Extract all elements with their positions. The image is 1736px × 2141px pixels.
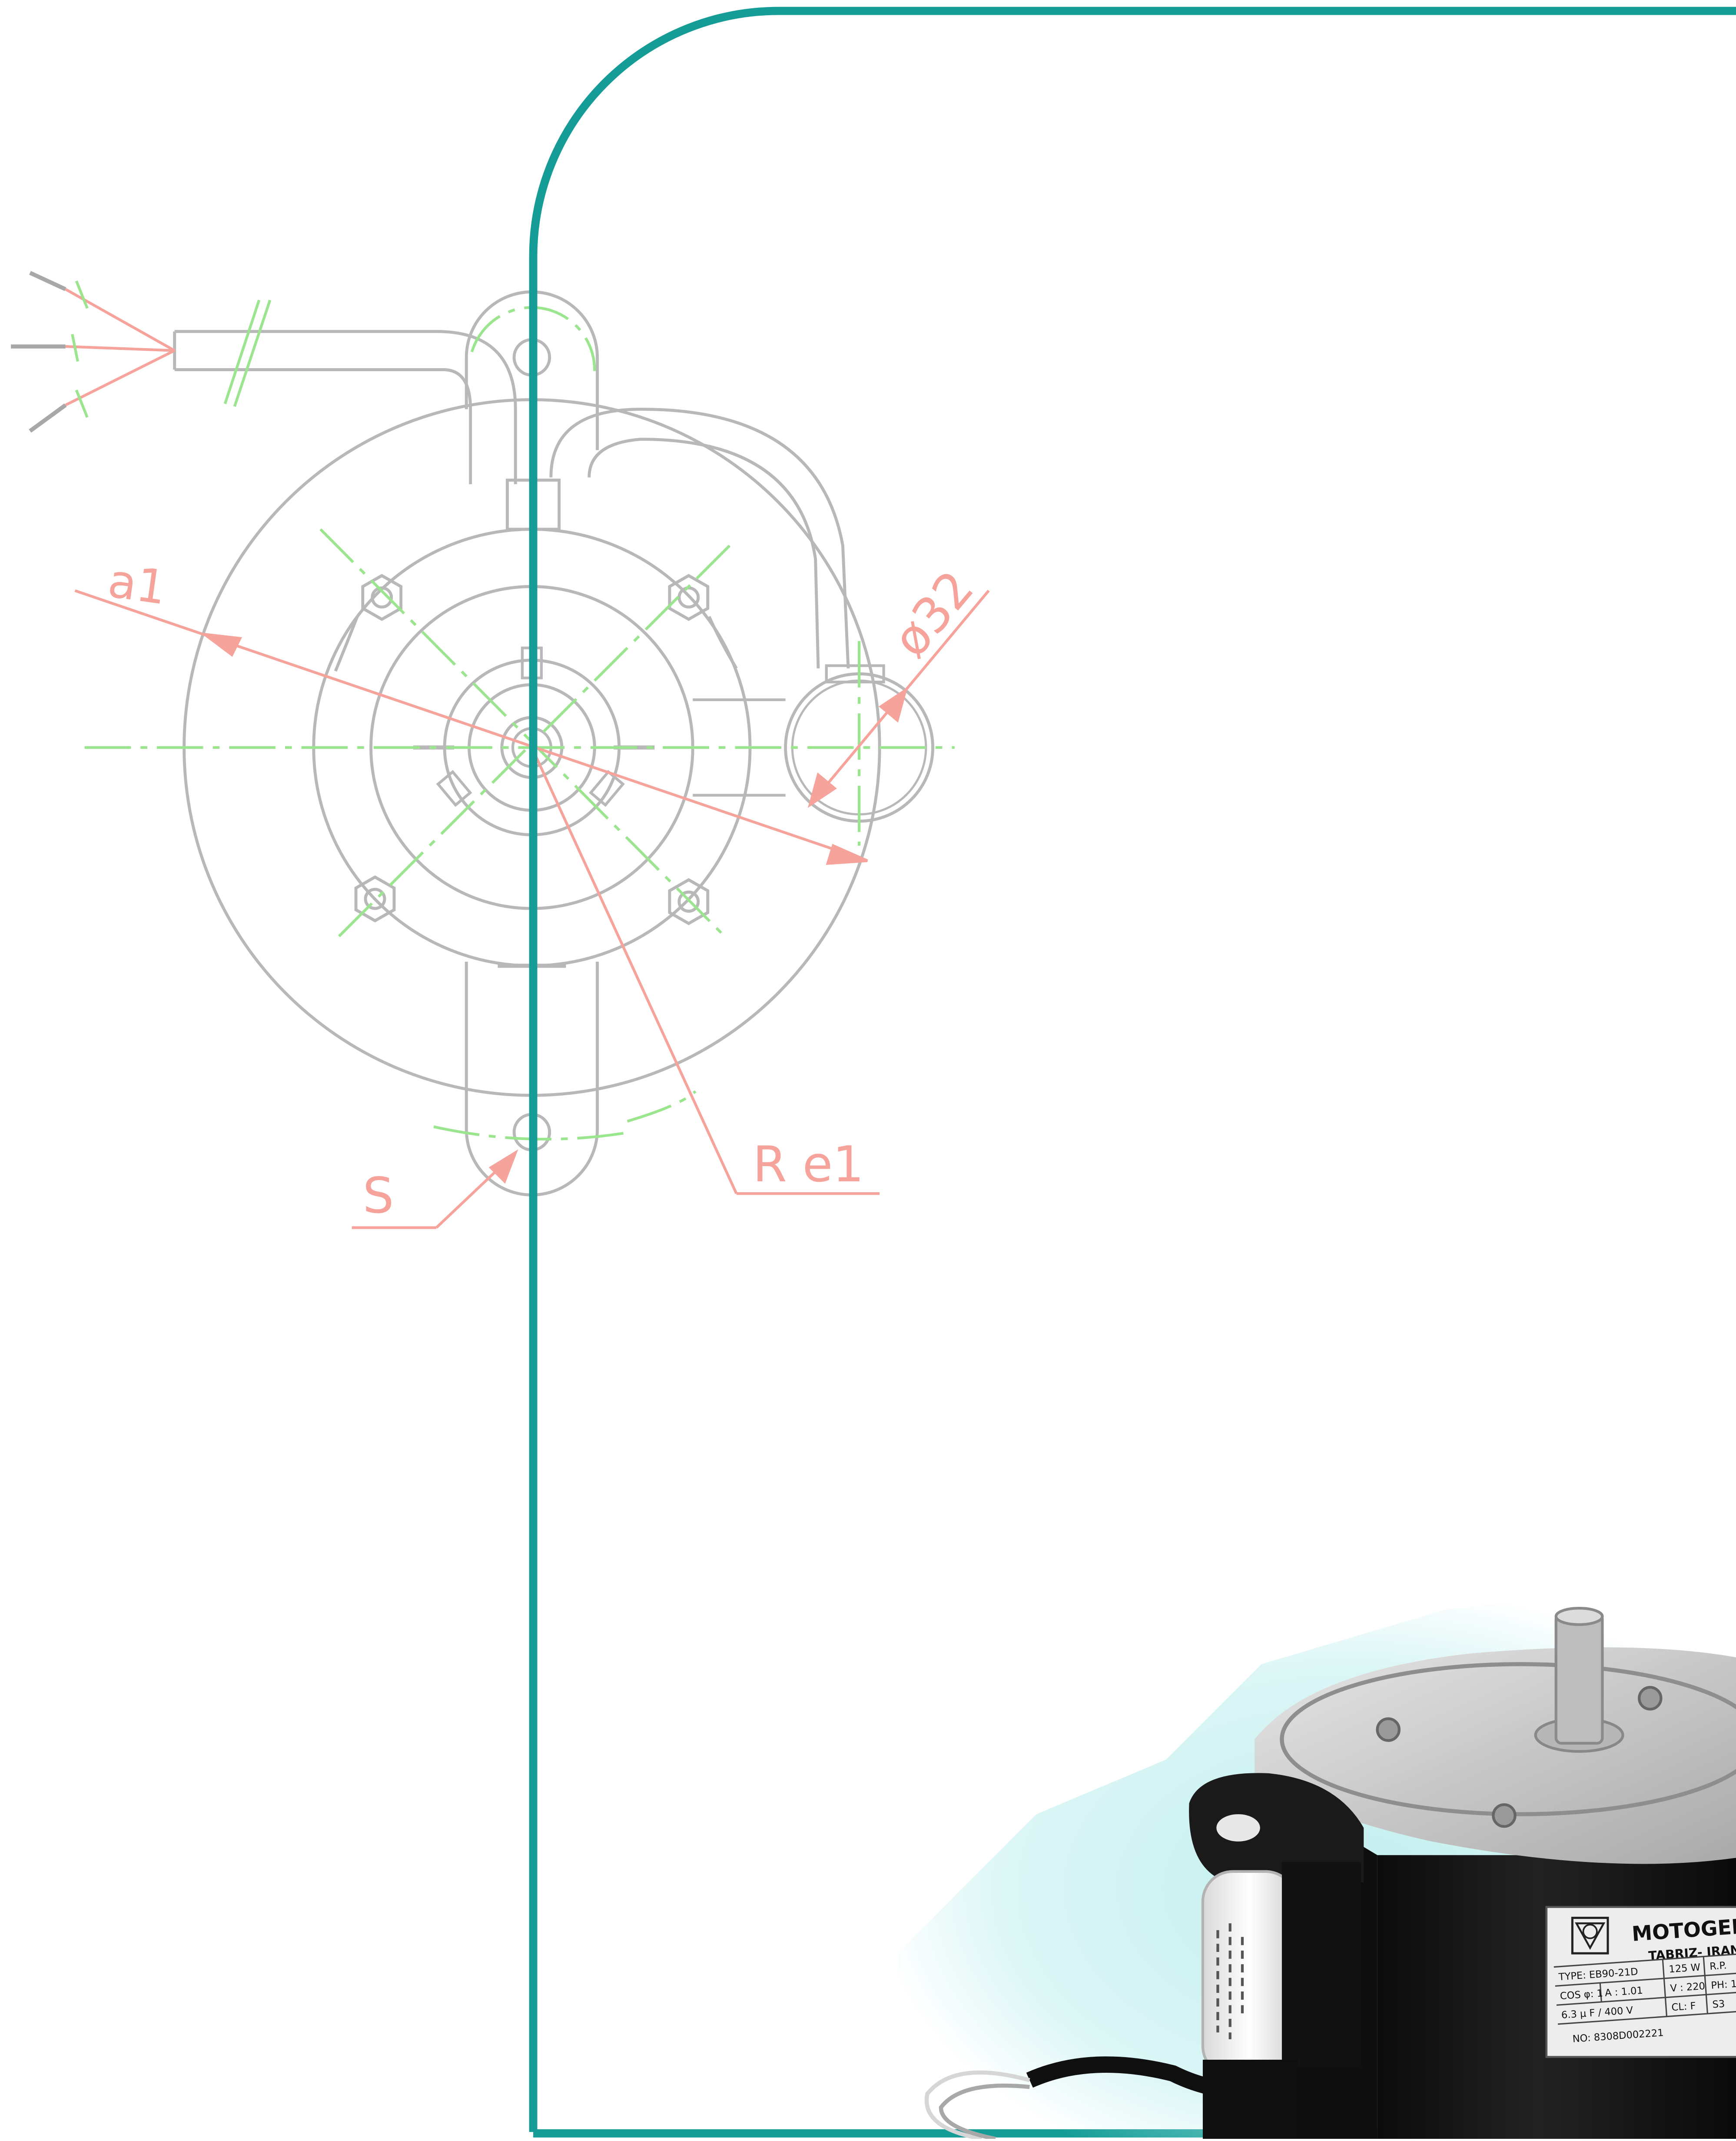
nameplate: MOTOGEN TABRIZ- IRAN TYPE: EB90-21D 125 … bbox=[1545, 1906, 1736, 2058]
nameplate-cell: V : 220 bbox=[1670, 1981, 1706, 1995]
wire-lead bbox=[65, 349, 176, 406]
bolt-icon bbox=[668, 878, 710, 925]
cover-screw bbox=[1638, 1686, 1663, 1711]
motor-cable bbox=[1026, 2056, 1298, 2100]
bolt-tab bbox=[707, 616, 738, 669]
break-mark bbox=[71, 334, 79, 362]
nameplate-plate bbox=[1545, 1906, 1736, 2058]
break-mark bbox=[223, 299, 261, 404]
nameplate-cell: CL: F bbox=[1671, 2000, 1696, 2013]
motor-lug-hole bbox=[1216, 1814, 1260, 1842]
break-mark bbox=[75, 280, 89, 309]
gg-logo-icon bbox=[1571, 1917, 1609, 1955]
bolt-tab bbox=[334, 616, 359, 672]
wire-lead bbox=[65, 345, 175, 352]
cable-sheath bbox=[174, 368, 472, 485]
capacitor-lead bbox=[549, 408, 850, 668]
dimension-lines bbox=[74, 589, 990, 1229]
cable-sheath bbox=[174, 330, 517, 485]
label-re1: R e1 bbox=[753, 1136, 864, 1193]
end-cover-rim bbox=[1280, 1662, 1736, 1816]
wire-tip bbox=[29, 403, 67, 433]
bolt-icon bbox=[361, 574, 403, 621]
capacitor-clamp bbox=[825, 664, 885, 684]
cover-screw bbox=[1492, 1803, 1517, 1828]
nameplate-cell: A : 1.01 bbox=[1604, 1985, 1643, 1999]
break-mark bbox=[75, 389, 89, 418]
motor-photo: MOTOGEN TABRIZ- IRAN TYPE: EB90-21D 125 … bbox=[873, 1582, 1736, 2141]
break-mark bbox=[233, 299, 272, 407]
capacitor-lead bbox=[588, 438, 820, 668]
motor-technical-drawing: a1 ø32 R e1 S bbox=[11, 245, 990, 1229]
motor-lug bbox=[1189, 1773, 1364, 1882]
cover-screw bbox=[1376, 1717, 1401, 1742]
motor-cable-wire bbox=[924, 2070, 1030, 2141]
nameplate-cell: R.P. bbox=[1709, 1960, 1727, 1972]
motor-shaft bbox=[1554, 1612, 1604, 1745]
motor-cable-wire bbox=[939, 2083, 1030, 2141]
label-d32: ø32 bbox=[881, 560, 985, 668]
cable-icon bbox=[11, 271, 517, 485]
clip-right bbox=[589, 770, 625, 807]
motor-shaft-end bbox=[1554, 1607, 1604, 1626]
capacitor-strap bbox=[1281, 1862, 1361, 2067]
nameplate-cell: S3 bbox=[1712, 1998, 1725, 2011]
nameplate-cell: 125 W bbox=[1669, 1962, 1701, 1975]
label-s: S bbox=[363, 1167, 394, 1224]
nameplate-cell: PH: 1 bbox=[1711, 1978, 1736, 1991]
teal-frame bbox=[529, 7, 1736, 2132]
wire-lead bbox=[65, 288, 176, 352]
center-lines bbox=[84, 245, 955, 1200]
bolt-icon bbox=[354, 875, 396, 923]
clip-left bbox=[436, 770, 472, 807]
label-a1: a1 bbox=[105, 554, 169, 615]
wire-tip bbox=[29, 271, 66, 291]
